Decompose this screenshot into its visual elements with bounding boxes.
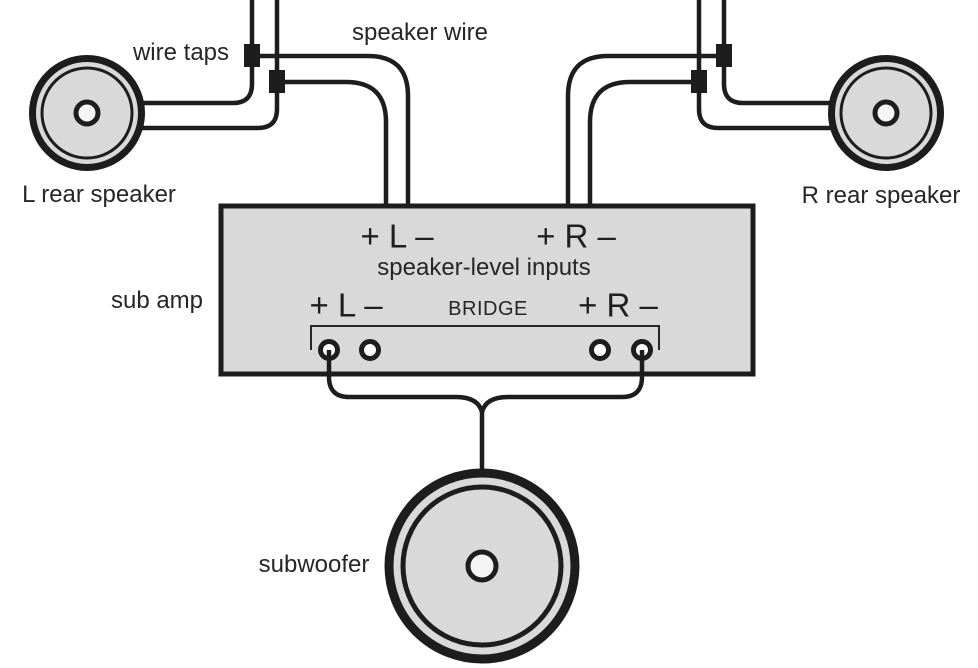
right-speaker-surround [839,66,933,160]
right-speaker-dust-cap [872,99,900,127]
amp-speaker-level-input-r-label: + R – [536,217,616,255]
wire-right-tap1-to-amp [565,53,724,206]
terminal-l-minus [359,339,381,361]
l-rear-speaker-label: L rear speaker [22,181,176,208]
sub-amp-label: sub amp [110,287,204,314]
subwoofer-dust-cap [465,549,499,583]
left-rear-speaker [29,55,145,171]
wire-terminal-left-to-sub [326,350,485,413]
subwoofer-driver [384,468,580,664]
amp-speaker-level-inputs-caption: speaker-level inputs [377,254,591,281]
amp-output-l-label: + L – [309,286,383,324]
left-speaker-dust-cap [73,99,101,127]
amp-speaker-level-input-l-label: + L – [360,217,434,255]
wire-taps-label: wire taps [132,39,230,66]
subwoofer-surround [400,484,564,648]
wire-tap-4 [691,70,707,93]
subwoofer-label: subwoofer [258,551,370,578]
amp-output-r-label: + R – [578,286,658,324]
wire-tap-3 [716,44,732,67]
wire-tap-1 [244,44,260,67]
right-rear-speaker [828,55,944,171]
wire-tap-2 [269,70,285,93]
wire-left-tap1-to-amp [252,53,411,206]
speaker-wire-label: speaker wire [351,19,489,46]
left-speaker-surround [40,66,134,160]
bridge-bracket [310,325,660,350]
wire-right-front-to-speaker-2 [696,0,837,131]
wire-terminal-right-to-sub [479,350,645,413]
terminal-r-plus [589,339,611,361]
r-rear-speaker-label: R rear speaker [801,182,961,209]
wire-left-front-to-speaker-2 [141,0,280,131]
sub-amp-box [218,203,756,377]
wire-left-tap2-to-amp [277,79,389,206]
wire-right-front-to-speaker [721,0,837,106]
amp-bridge-label: BRIDGE [448,298,528,320]
wire-left-front-to-speaker [141,0,255,106]
wire-right-tap2-to-amp [587,79,699,206]
